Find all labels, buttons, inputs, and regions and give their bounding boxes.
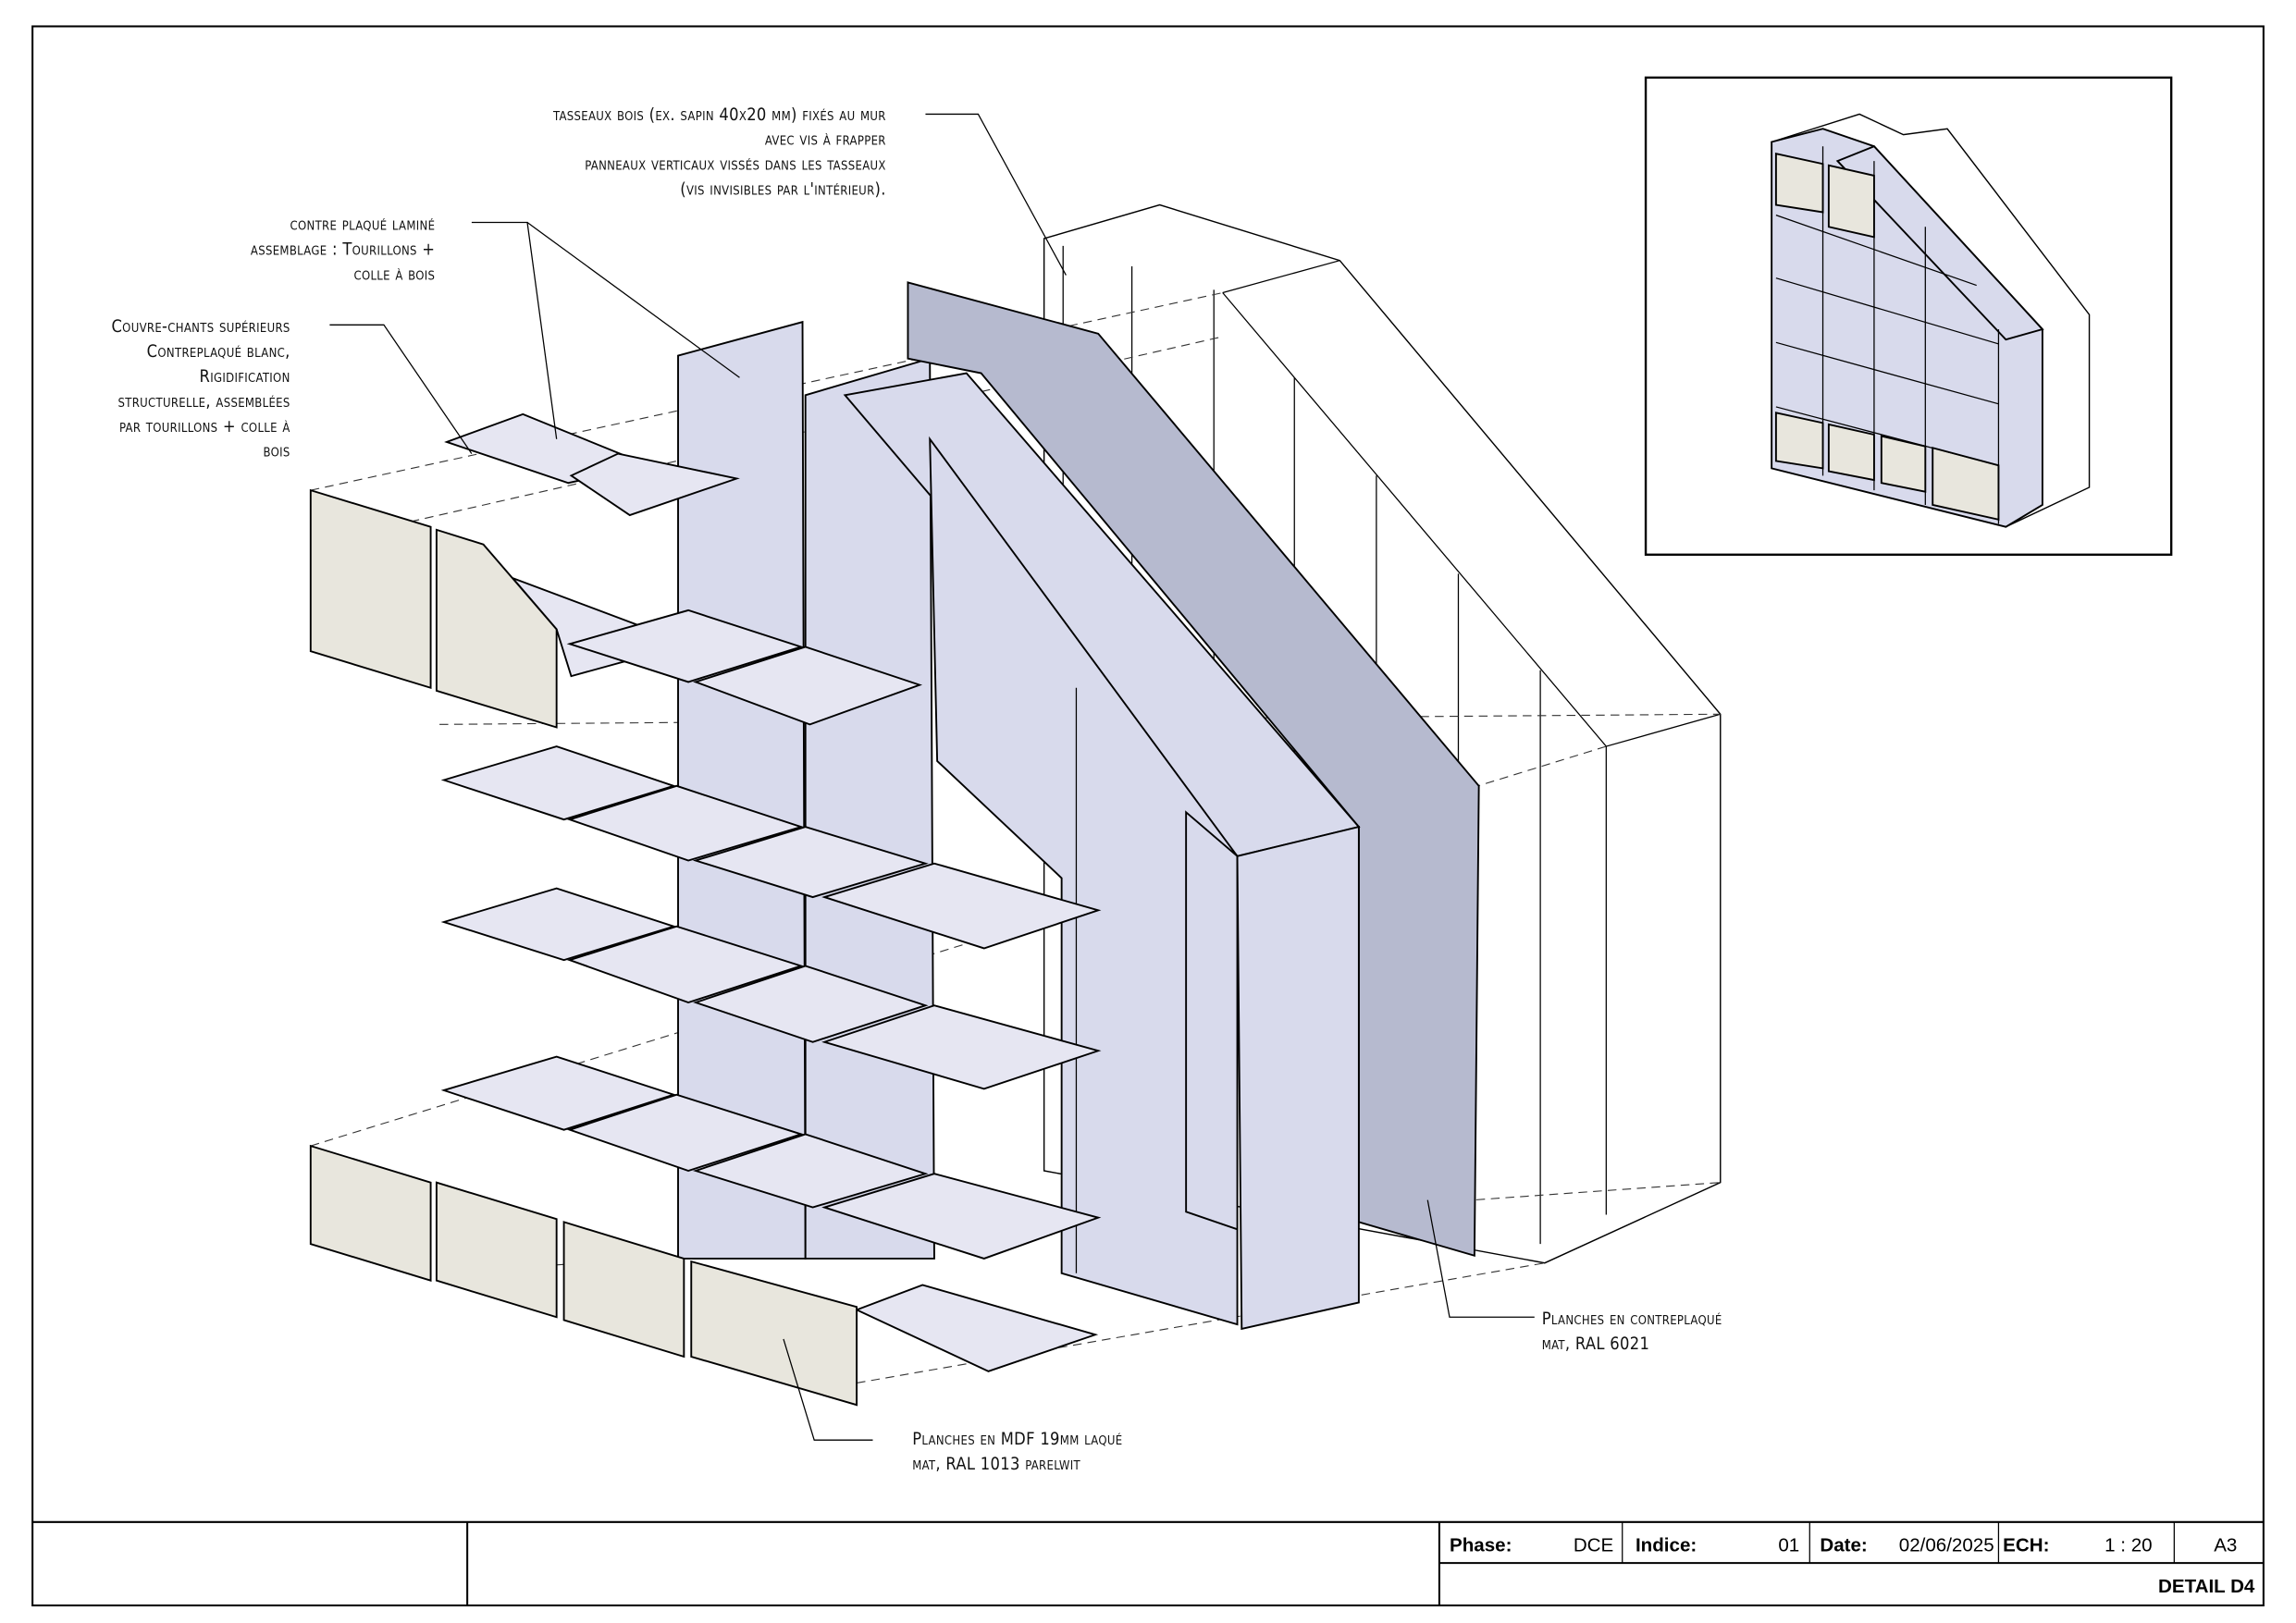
svg-text:Planches en MDF 19mm laqué: Planches en MDF 19mm laqué [912, 1430, 1122, 1449]
svg-text:mat, RAL 1013 parelwit: mat, RAL 1013 parelwit [912, 1455, 1080, 1474]
annotation-planches-contreplaque: Planches en contreplaqué mat, RAL 6021 [1542, 1309, 1722, 1354]
sheet-border [31, 25, 2265, 1607]
indice-value: 01 [1778, 1534, 1799, 1555]
svg-text:Rigidification: Rigidification [200, 367, 290, 387]
date-label: Date: [1820, 1534, 1867, 1555]
indice-label: Indice: [1636, 1534, 1697, 1555]
inset-assembled-view [1644, 76, 2173, 556]
svg-text:tasseaux bois (ex. sapin 40x20: tasseaux bois (ex. sapin 40x20 mm) fixés… [552, 105, 886, 125]
svg-text:structurelle, assemblées: structurelle, assemblées [118, 392, 290, 412]
date-value: 02/06/2025 [1899, 1534, 1994, 1555]
phase-value: DCE [1574, 1534, 1613, 1555]
svg-text:assemblage : Tourillons +: assemblage : Tourillons + [251, 240, 435, 259]
svg-text:panneaux verticaux vissés dans: panneaux verticaux vissés dans les tasse… [585, 155, 885, 175]
annotation-couvre-chants: Couvre-chants supérieurs Contreplaqué bl… [111, 317, 290, 461]
svg-text:Contreplaqué blanc,: Contreplaqué blanc, [147, 342, 290, 362]
scale-label: ECH: [2003, 1534, 2049, 1555]
svg-text:par tourillons + colle à: par tourillons + colle à [119, 417, 290, 436]
svg-text:mat, RAL 6021: mat, RAL 6021 [1542, 1334, 1650, 1354]
annotation-contreplaque: contre plaqué laminé assemblage : Touril… [251, 215, 435, 284]
svg-text:contre plaqué laminé: contre plaqué laminé [290, 215, 436, 234]
svg-text:avec vis à frapper: avec vis à frapper [765, 130, 886, 150]
svg-text:Planches en contreplaqué: Planches en contreplaqué [1542, 1309, 1722, 1329]
title-block: Phase: DCE Indice: 01 Date: 02/06/2025 E… [32, 1520, 2264, 1606]
shelves [440, 412, 1102, 1372]
svg-text:(vis invisibles par l'intérieu: (vis invisibles par l'intérieur). [680, 179, 885, 199]
annotation-tasseaux: tasseaux bois (ex. sapin 40x20 mm) fixés… [552, 105, 886, 200]
leader-lines [329, 113, 1535, 1441]
svg-text:colle à bois: colle à bois [353, 264, 435, 284]
scale-value: 1 : 20 [2105, 1534, 2152, 1555]
mdf-front-panels [309, 488, 858, 1407]
annotation-planches-mdf: Planches en MDF 19mm laqué mat, RAL 1013… [912, 1430, 1122, 1474]
paper-format: A3 [2214, 1534, 2237, 1555]
svg-text:Couvre-chants supérieurs: Couvre-chants supérieurs [111, 317, 290, 337]
detail-title: DETAIL D4 [2158, 1576, 2255, 1597]
phase-label: Phase: [1450, 1534, 1512, 1555]
svg-text:bois: bois [264, 442, 290, 461]
